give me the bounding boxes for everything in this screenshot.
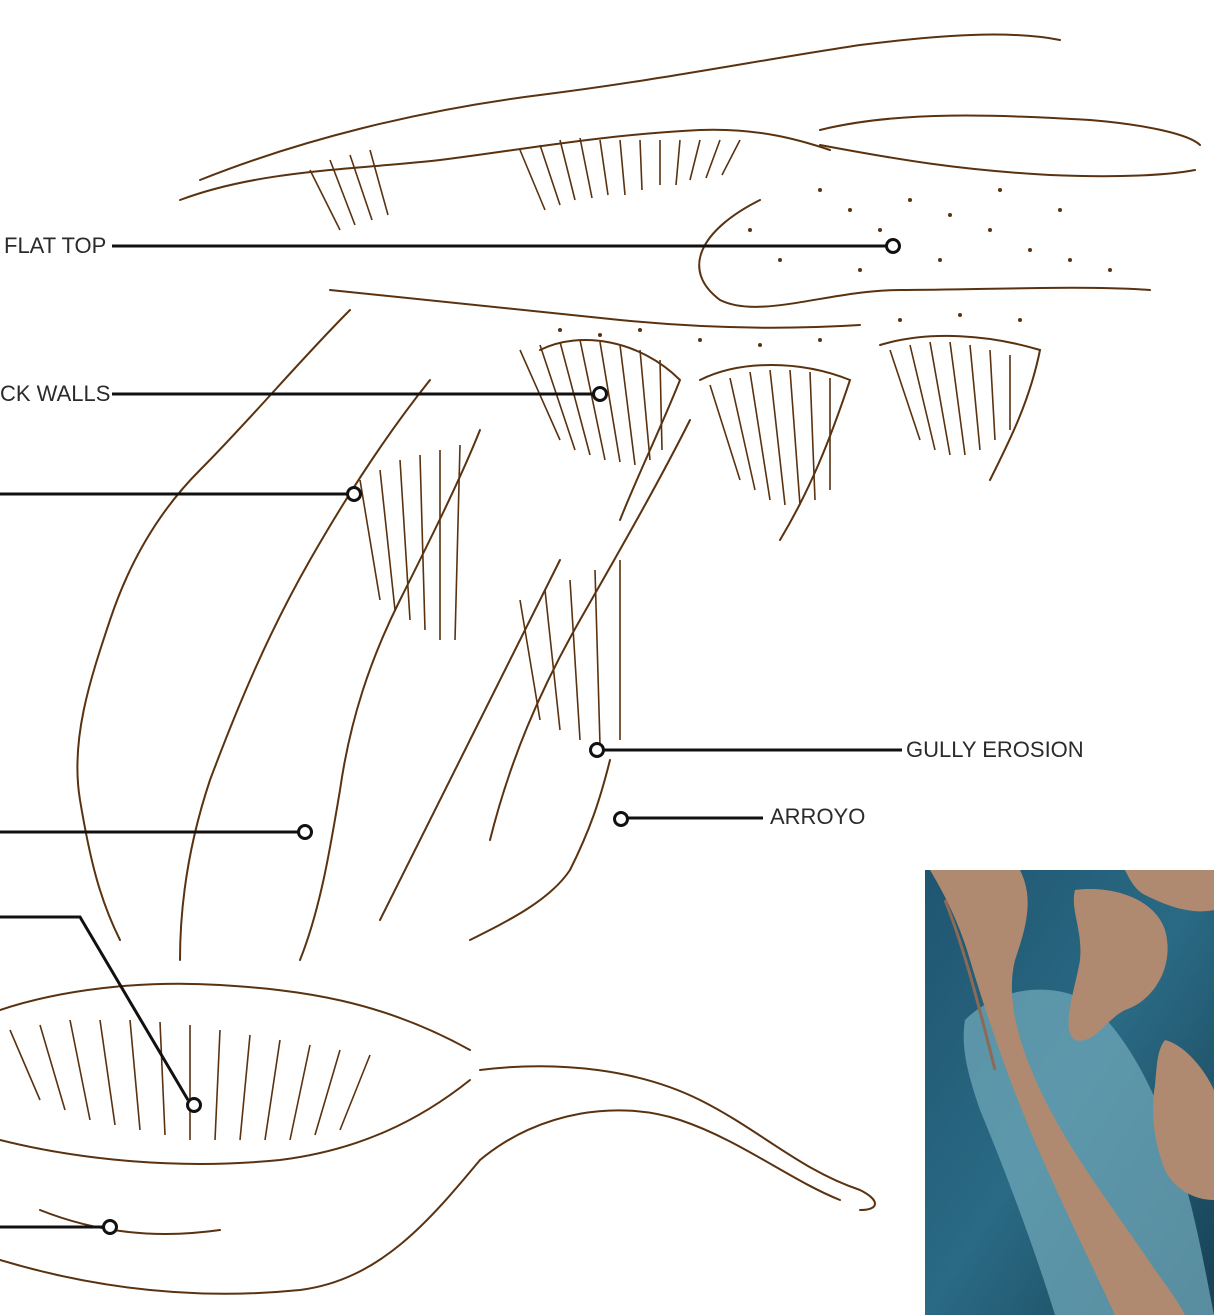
endpoint-arroyo: [615, 813, 628, 826]
endpoint-gully-erosion: [591, 744, 604, 757]
label-arroyo: ARROYO: [770, 806, 865, 828]
stipple-dots: [558, 188, 1112, 347]
cliff-hatching: [10, 138, 1010, 1140]
endpoint-rock-walls: [594, 388, 607, 401]
aerial-photo-inset: [925, 870, 1214, 1315]
leader-endpoints: [104, 240, 900, 1234]
endpoint-unlabeled-1: [348, 488, 361, 501]
label-flat-top: FLAT TOP: [4, 235, 106, 257]
aerial-photo-image: [925, 870, 1214, 1315]
label-gully-erosion: GULLY EROSION: [906, 739, 1084, 761]
endpoint-unlabeled-3: [188, 1099, 201, 1112]
endpoint-unlabeled-2: [299, 826, 312, 839]
endpoint-unlabeled-4: [104, 1221, 117, 1234]
endpoint-flat-top: [887, 240, 900, 253]
label-rock-walls: CK WALLS: [0, 383, 110, 405]
